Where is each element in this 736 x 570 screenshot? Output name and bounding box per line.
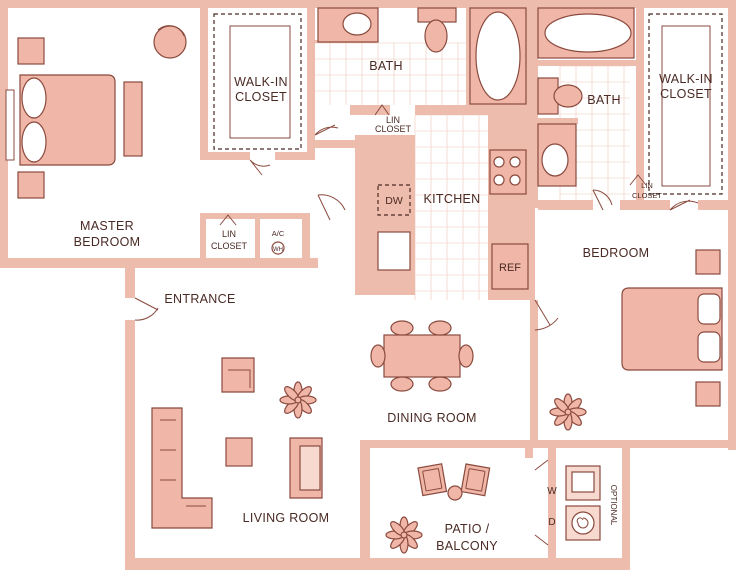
ref-label: REF [499,262,521,274]
plant-icon [279,381,317,419]
dryer-label: D [548,517,555,528]
closet-rails [213,13,723,195]
patio-label-2: BALCONY [436,539,498,553]
ac-label: A/C [272,229,285,238]
wh-label: WH [273,247,283,253]
master-bedroom-furniture [5,25,187,199]
door-swings [134,104,699,546]
optional-label: OPTIONAL [609,485,618,526]
kitchen-label: KITCHEN [424,192,481,206]
walkin-closet-left-label-2: CLOSET [235,90,287,104]
bath-right-label: BATH [587,93,621,107]
walkin-closet-right-label-1: WALK-IN [659,72,713,86]
lin-closet-bottom-label-2: CLOSET [211,241,248,251]
walkin-closet-right-label-2: CLOSET [660,87,712,101]
entrance-label: ENTRANCE [164,292,235,306]
master-bedroom-label-1: MASTER [80,219,134,233]
living-room-label: LIVING ROOM [243,511,330,525]
lin-closet-top-label-1: LIN [386,115,400,125]
tile-grid-baths-kitchen [313,42,630,300]
patio-label-1: PATIO / [445,522,490,536]
dw-label: DW [385,195,403,207]
room-labels: WALK-IN CLOSET BATH BATH WALK-IN CLOSET … [74,59,713,553]
master-bedroom-label-2: BEDROOM [74,235,141,249]
right-bath-fixtures [537,7,635,187]
washer-label: W [547,486,557,497]
patio-furniture [417,463,491,501]
dining-furniture [370,320,474,392]
lin-closet-top-label-2: CLOSET [375,124,412,134]
top-bath-fixtures [317,7,527,105]
bedroom-furniture [549,249,723,431]
washer-dryer [565,465,601,541]
walkin-closet-left-label-1: WALK-IN [234,75,288,89]
lin-closet-bottom-label-1: LIN [222,229,236,239]
lin-closet-right-label-2: CLOSET [632,191,662,200]
plant-icon [385,516,423,554]
living-furniture [151,357,323,529]
lin-closet-right-label-1: LIN [641,181,653,190]
dining-room-label: DINING ROOM [387,411,476,425]
bedroom-label: BEDROOM [583,246,650,260]
bath-top-label: BATH [369,59,403,73]
kitchen-appliances [377,149,529,290]
